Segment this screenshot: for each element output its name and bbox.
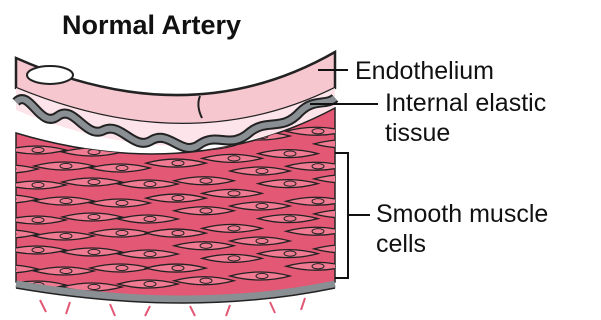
- smooth-muscle-nucleus: [340, 246, 352, 251]
- label-endothelium: Endothelium: [355, 57, 494, 85]
- smooth-muscle-cell: [0, 144, 10, 152]
- smooth-muscle-bracket: [335, 153, 370, 278]
- label-smooth-muscle-line1: Smooth muscle: [376, 200, 548, 228]
- label-internal-elastic-line2: tissue: [385, 119, 450, 147]
- smooth-muscle-cell: [0, 279, 10, 287]
- smooth-muscle-nucleus: [4, 196, 16, 201]
- diagram-title: Normal Artery: [62, 10, 241, 40]
- smooth-muscle-nucleus: [340, 141, 352, 146]
- label-smooth-muscle-line2: cells: [376, 230, 426, 258]
- label-internal-elastic-line1: Internal elastic: [385, 89, 546, 117]
- smooth-muscle-nucleus: [4, 231, 16, 236]
- smooth-muscle-cell: [0, 209, 10, 217]
- smooth-muscle-nucleus: [4, 266, 16, 271]
- smooth-muscle-nucleus: [4, 166, 16, 171]
- endothelial-nucleus: [27, 66, 73, 84]
- smooth-muscle-cell: [0, 244, 10, 252]
- smooth-muscle-cell: [0, 174, 10, 182]
- smooth-muscle-nucleus: [340, 176, 352, 181]
